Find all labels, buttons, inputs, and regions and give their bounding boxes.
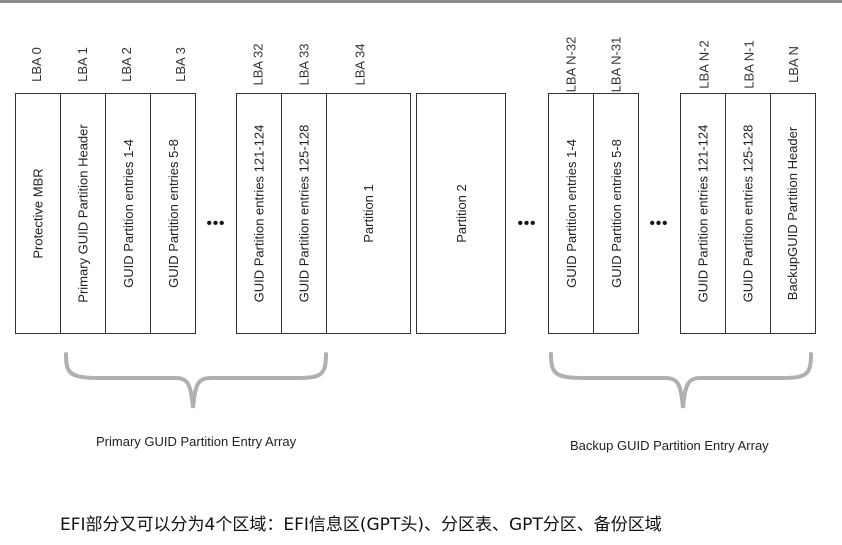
backup-array-brace xyxy=(549,352,813,409)
block-primary-entries-125-128: GUID Partition entries 125-128 xyxy=(281,93,327,334)
block-partition-2: Partition 2 xyxy=(416,93,506,334)
lba-label-1: LBA 1 xyxy=(74,46,90,82)
lba-label-n-2: LBA N-2 xyxy=(696,39,712,89)
top-rule xyxy=(0,0,842,3)
block-primary-entries-121-124: GUID Partition entries 121-124 xyxy=(236,93,282,334)
block-primary-entries-1-4: GUID Partition entries 1-4 xyxy=(105,93,151,334)
block-partition-1: Partition 1 xyxy=(326,93,411,334)
block-primary-entries-5-8: GUID Partition entries 5-8 xyxy=(150,93,196,334)
caption-text: EFI部分又可以分为4个区域：EFI信息区(GPT头)、分区表、GPT分区、备份… xyxy=(60,515,662,535)
lba-label-2: LBA 2 xyxy=(118,46,134,82)
lba-label-n-31: LBA N-31 xyxy=(608,36,624,92)
lba-label-34: LBA 34 xyxy=(352,43,368,85)
ellipsis-3: ••• xyxy=(649,214,669,232)
lba-label-n-32: LBA N-32 xyxy=(563,36,579,92)
primary-array-brace xyxy=(64,352,328,409)
block-protective-mbr: Protective MBR xyxy=(15,93,61,334)
block-backup-entries-5-8: GUID Partition entries 5-8 xyxy=(593,93,639,334)
lba-label-32: LBA 32 xyxy=(250,43,266,85)
lba-label-n: LBA N xyxy=(785,45,801,83)
block-backup-header: BackupGUID Partition Header xyxy=(770,93,816,334)
backup-array-label: Backup GUID Partition Entry Array xyxy=(570,438,769,453)
block-backup-entries-121-124: GUID Partition entries 121-124 xyxy=(680,93,726,334)
lba-label-0: LBA 0 xyxy=(28,46,44,82)
ellipsis-2: ••• xyxy=(517,214,537,232)
block-primary-header: Primary GUID Partition Header xyxy=(60,93,106,334)
lba-label-3: LBA 3 xyxy=(172,46,188,82)
block-backup-entries-1-4: GUID Partition entries 1-4 xyxy=(548,93,594,334)
primary-array-label: Primary GUID Partition Entry Array xyxy=(96,434,297,449)
block-backup-entries-125-128: GUID Partition entries 125-128 xyxy=(725,93,771,334)
lba-label-n-1: LBA N-1 xyxy=(741,39,757,89)
lba-label-33: LBA 33 xyxy=(296,43,312,85)
ellipsis-1: ••• xyxy=(206,214,226,232)
